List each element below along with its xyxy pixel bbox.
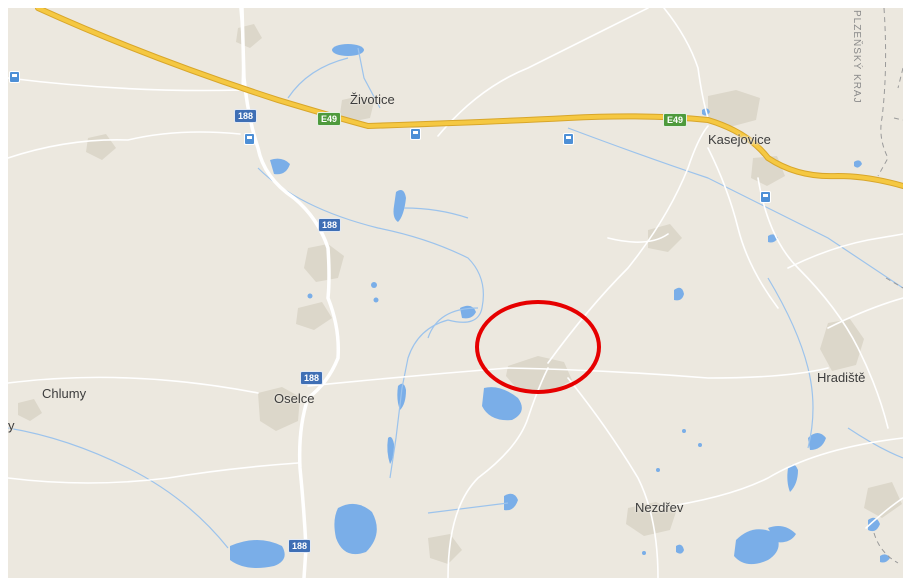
- route-188-shield: 188: [234, 109, 258, 123]
- map-canvas: [8, 8, 903, 578]
- bus-stop-icon[interactable]: [9, 71, 20, 83]
- route-188-shield: 188: [300, 371, 324, 385]
- settlement-areas: [18, 24, 902, 564]
- place-label-hradiste: Hradiště: [817, 370, 866, 385]
- minor-roads: [8, 8, 903, 578]
- place-label-zivotice: Životice: [350, 92, 395, 107]
- place-label-nezdrev: Nezdřev: [635, 500, 684, 515]
- e49-shield: E49: [317, 112, 342, 126]
- place-label-chlumy: Chlumy: [42, 386, 87, 401]
- region-boundary: [873, 8, 903, 564]
- route-188: [240, 8, 341, 578]
- region-label: PLZEŇSKÝ KRAJ: [851, 10, 862, 104]
- place-label-kasejovice: Kasejovice: [708, 132, 771, 147]
- place-label-edge: y: [8, 418, 15, 433]
- route-188-shield: 188: [318, 218, 342, 232]
- highlight-circle: [475, 300, 601, 394]
- bus-stop-icon[interactable]: [563, 133, 574, 145]
- bus-stop-icon[interactable]: [760, 191, 771, 203]
- bus-stop-icon[interactable]: [244, 133, 255, 145]
- bus-stop-icon[interactable]: [410, 128, 421, 140]
- map-view[interactable]: Životice Kasejovice Chlumy Oselce Hradiš…: [8, 8, 903, 578]
- e49-shield: E49: [663, 113, 688, 127]
- streams: [8, 47, 903, 549]
- route-188-shield: 188: [288, 539, 312, 553]
- place-label-oselce: Oselce: [274, 391, 315, 406]
- highway-e49: [35, 8, 903, 189]
